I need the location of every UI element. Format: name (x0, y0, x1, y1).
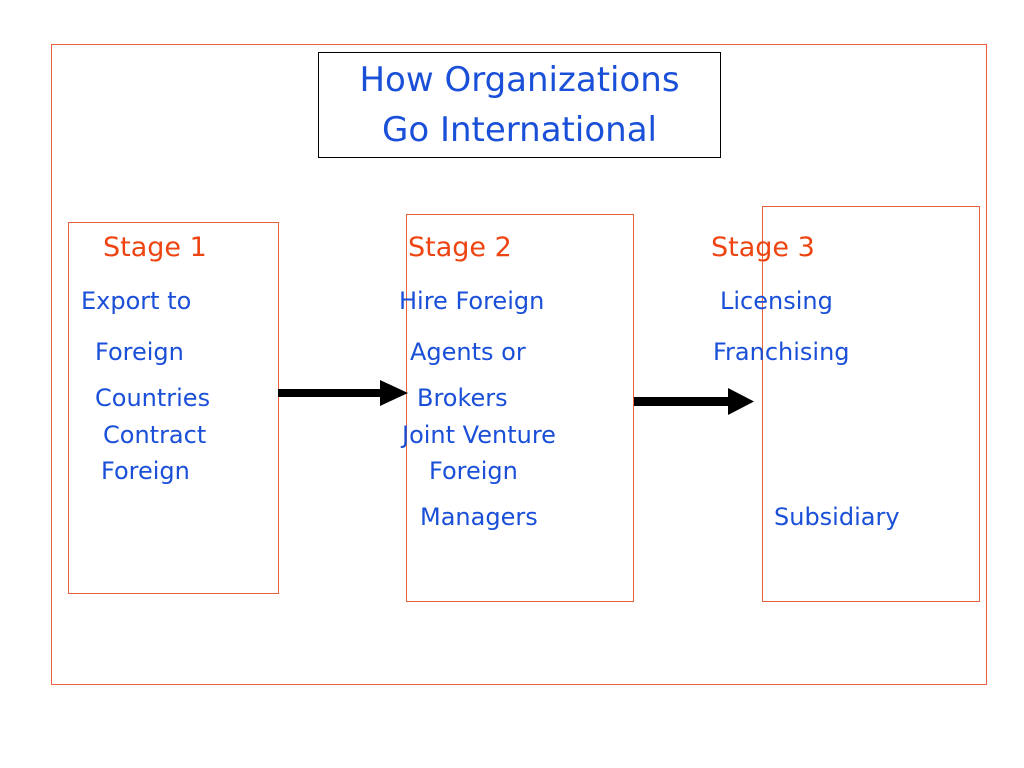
arrow-stage-2-to-3 (634, 388, 754, 415)
stage-1-line-1: Export to (81, 287, 192, 315)
stage-1-line-2: Foreign (95, 338, 184, 366)
stage-2-line-6: Managers (420, 503, 538, 531)
stage-2-label: Stage 2 (408, 232, 512, 263)
stage-1-box (68, 222, 279, 594)
stage-2-line-2: Agents or (410, 338, 526, 366)
title-line-2: Go International (382, 110, 657, 150)
slide-frame (51, 44, 987, 685)
stage-1-line-5: Foreign (101, 457, 190, 485)
stage-2-line-3: Brokers (417, 384, 508, 412)
stage-3-line-1: Licensing (720, 287, 833, 315)
stage-2-box (406, 214, 634, 602)
stage-3-line-2: Franchising (713, 338, 850, 366)
stage-3-box (762, 206, 980, 602)
stage-2-line-4: Joint Venture (402, 421, 556, 449)
stage-3-line-3: Subsidiary (774, 503, 900, 531)
stage-1-label: Stage 1 (103, 232, 207, 263)
stage-1-line-4: Contract (103, 421, 207, 449)
title-line-1: How Organizations (359, 60, 680, 100)
stage-2-line-1: Hire Foreign (399, 287, 545, 315)
arrow-stage-1-to-2 (278, 380, 408, 406)
title-box: How Organizations Go International (318, 52, 721, 158)
stage-2-line-5: Foreign (429, 457, 518, 485)
stage-3-label: Stage 3 (711, 232, 815, 263)
stage-1-line-3: Countries (95, 384, 211, 412)
